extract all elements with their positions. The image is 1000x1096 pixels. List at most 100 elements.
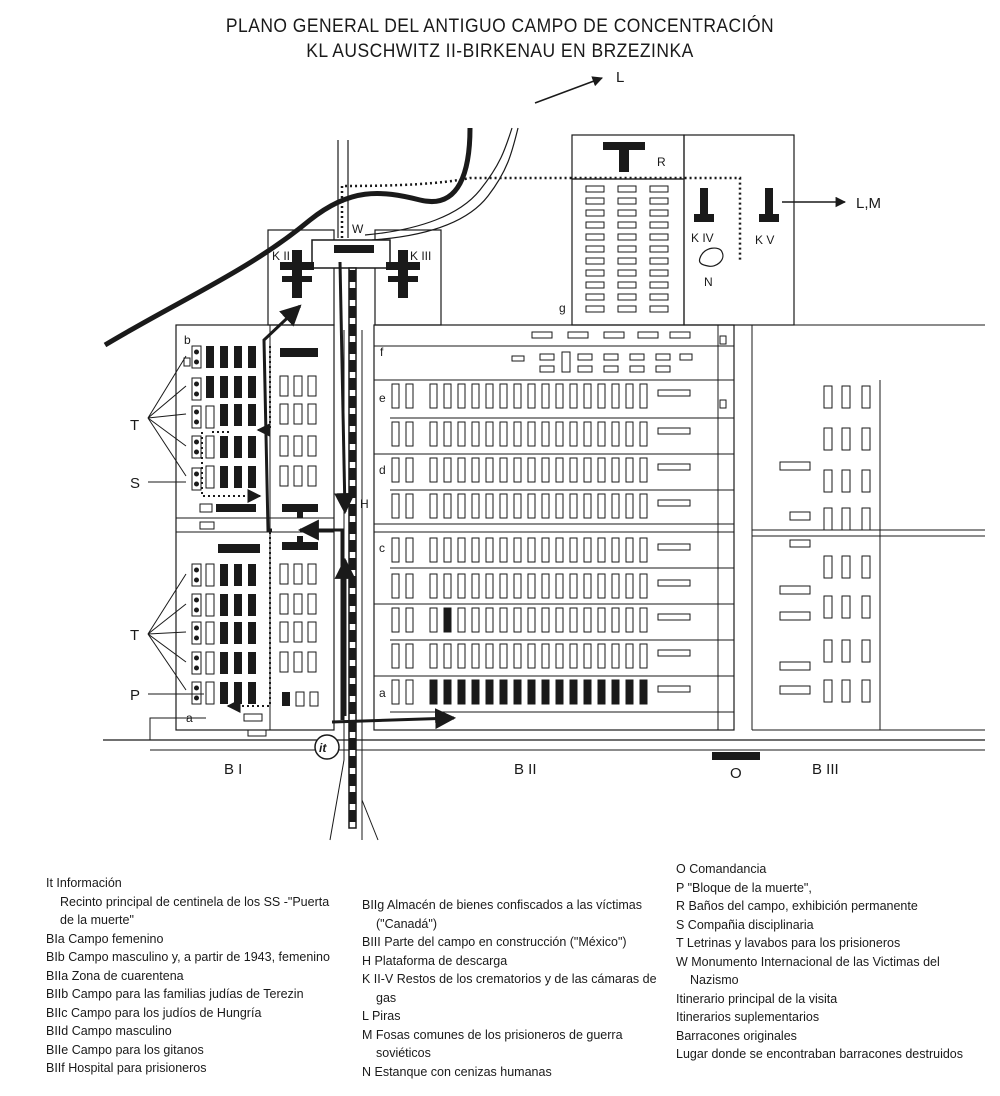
barrack	[391, 643, 400, 669]
legend-item: P "Bloque de la muerte",	[676, 880, 812, 895]
ash-pond	[698, 247, 724, 267]
barrack	[597, 457, 606, 483]
barrack	[471, 679, 480, 705]
pointer-lines	[147, 355, 204, 695]
bii-section-lines	[374, 325, 734, 730]
legend-item: BIII Parte del campo en construcción ("M…	[362, 935, 627, 949]
legend-item: Itinerario principal de la visita	[676, 991, 838, 1006]
main-itinerary-3	[334, 261, 356, 515]
label-t-1: T	[130, 417, 139, 434]
barrack	[499, 421, 508, 447]
barrack	[513, 537, 522, 563]
legend-item: S Compañia disciplinaria	[676, 917, 814, 932]
barrack	[541, 607, 550, 633]
barrack	[405, 383, 414, 409]
barrack	[611, 493, 620, 519]
barrack	[471, 421, 480, 447]
barrack	[639, 421, 648, 447]
label-r: R	[657, 155, 666, 169]
barrack	[499, 457, 508, 483]
barrack	[527, 457, 536, 483]
barrack	[541, 537, 550, 563]
barrack	[583, 679, 592, 705]
main-itinerary-4	[331, 708, 457, 730]
barrack	[583, 457, 592, 483]
barrack	[405, 493, 414, 519]
barrack	[611, 383, 620, 409]
barrack	[569, 383, 578, 409]
barrack	[555, 383, 564, 409]
legend-item: BIIb Campo para las familias judías de T…	[46, 987, 304, 1001]
barrack	[391, 457, 400, 483]
barrack	[485, 679, 494, 705]
barrack	[597, 383, 606, 409]
bii-g-barracks	[585, 185, 669, 313]
supplementary-route-bi-2	[201, 432, 262, 503]
label-a-bi: a	[186, 711, 193, 725]
barrack	[639, 643, 648, 669]
barrack	[597, 643, 606, 669]
barrack	[391, 679, 400, 705]
legend-column-1: It Información Recinto principal de cent…	[46, 874, 346, 1078]
barrack	[443, 383, 452, 409]
bi-destroyed-barracks	[183, 357, 319, 737]
legend-item: L Piras	[362, 1009, 401, 1023]
map-title: PLANO GENERAL DEL ANTIGUO CAMPO DE CONCE…	[0, 14, 1000, 64]
barrack	[569, 643, 578, 669]
barrack-side	[657, 543, 691, 551]
barrack	[499, 573, 508, 599]
barrack	[391, 537, 400, 563]
information-icon: it	[319, 741, 327, 755]
barrack	[569, 457, 578, 483]
barrack	[391, 573, 400, 599]
barrack	[457, 421, 466, 447]
legend-item: T Letrinas y lavabos para los prisionero…	[676, 936, 901, 950]
barrack	[541, 493, 550, 519]
main-itinerary-1	[297, 519, 344, 720]
barrack	[597, 679, 606, 705]
barrack	[499, 493, 508, 519]
railway-branch-1	[329, 759, 345, 841]
legend-item: K II-V Restos de los crematorios y de la…	[362, 972, 657, 1005]
label-s: S	[130, 475, 140, 492]
label-bii: B II	[514, 761, 537, 778]
barrack-side	[657, 389, 691, 397]
supplementary-route-top	[340, 176, 742, 262]
label-biii: B III	[812, 761, 839, 778]
barrack	[429, 457, 438, 483]
barrack	[639, 607, 648, 633]
barrack	[541, 457, 550, 483]
barrack	[485, 457, 494, 483]
legend-item: N Estanque con cenizas humanas	[362, 1064, 552, 1079]
barrack	[513, 643, 522, 669]
label-a-bii: a	[379, 686, 386, 700]
barrack	[597, 421, 606, 447]
barrack	[625, 421, 634, 447]
barrack	[597, 537, 606, 563]
barrack-side	[657, 685, 691, 693]
barrack	[611, 421, 620, 447]
barrack	[485, 421, 494, 447]
barrack	[471, 493, 480, 519]
w-monument-box	[311, 239, 391, 269]
sauna-building	[603, 142, 645, 172]
barrack	[583, 607, 592, 633]
barrack	[625, 607, 634, 633]
barrack	[443, 573, 452, 599]
barrack	[555, 573, 564, 599]
barrack	[471, 573, 480, 599]
barrack	[583, 643, 592, 669]
barrack	[513, 421, 522, 447]
bii-barrack-rows	[391, 383, 691, 705]
biii-outline	[751, 324, 985, 731]
map-title-line1: PLANO GENERAL DEL ANTIGUO CAMPO DE CONCE…	[225, 16, 775, 37]
label-p: P	[130, 687, 140, 704]
comandancia	[712, 752, 760, 760]
barrack	[611, 537, 620, 563]
barrack	[639, 493, 648, 519]
barrack	[443, 607, 452, 633]
label-b: b	[184, 333, 191, 347]
label-o: O	[730, 765, 742, 782]
barrack	[527, 573, 536, 599]
barrack	[471, 643, 480, 669]
